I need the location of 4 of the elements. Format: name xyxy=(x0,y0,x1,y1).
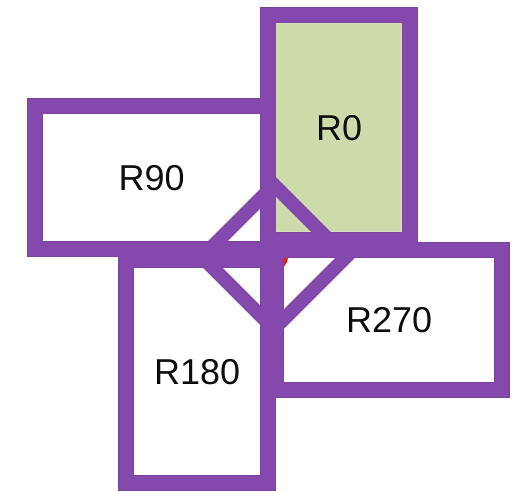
rotation-label: R270 xyxy=(346,299,432,341)
rotation-label: R0 xyxy=(316,106,362,148)
rotation-label: R180 xyxy=(154,350,240,392)
rotation-label: R90 xyxy=(118,156,185,198)
